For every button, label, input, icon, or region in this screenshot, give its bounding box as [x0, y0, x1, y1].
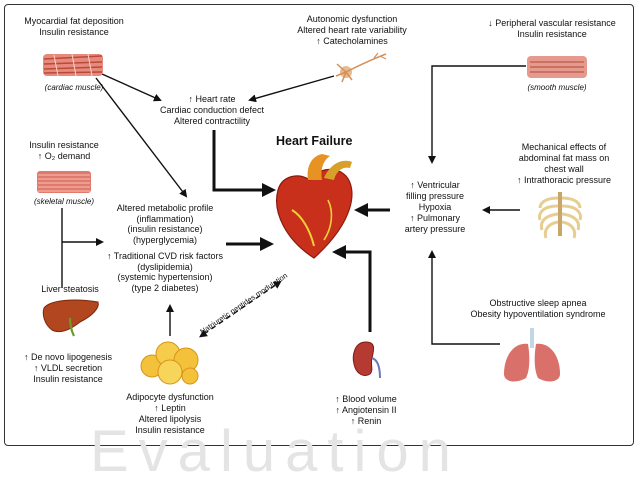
mechanical-line1: Mechanical effects of — [521, 142, 607, 152]
arrow-autonomic-heartrate — [248, 75, 335, 103]
liver-icon — [42, 299, 99, 337]
kidney-line2: ↑ Angiotensin II — [335, 405, 397, 415]
metabolic-line5: ↑ Traditional CVD risk factors — [106, 251, 224, 261]
sleep-line2: Obesity hypoventilation syndrome — [470, 309, 606, 319]
mechanical-line3: chest wall — [544, 164, 584, 174]
metabolic-node: Altered metabolic profile (inflammation)… — [104, 203, 226, 293]
diagram-frame — [4, 4, 634, 446]
arrow-cardiac-metabolic — [95, 77, 188, 198]
ventricular-line2: filling pressure — [405, 191, 465, 201]
arrow-heartrate-heart — [212, 130, 276, 197]
kidney-node: ↑ Blood volume ↑ Angiotensin II ↑ Renin — [320, 394, 412, 427]
skeletal-caption: (skeletal muscle) — [33, 197, 94, 206]
liver-line4: Insulin resistance — [33, 374, 103, 384]
cardiac-caption: (cardiac muscle) — [44, 83, 104, 92]
cardiac-line2: Insulin resistance — [39, 27, 109, 37]
arrows-layer — [61, 65, 526, 345]
skeletal-node: Insulin resistance ↑ O₂ demand — [20, 140, 108, 162]
diagram-title: Heart Failure — [276, 134, 353, 148]
arrow-kidney-heart — [332, 245, 372, 332]
autonomic-line1: Autonomic dysfunction — [306, 14, 398, 24]
liver-line3: ↑ VLDL secretion — [33, 363, 103, 373]
arrow-peripheral-ventricular — [428, 65, 526, 164]
metabolic-line4: (hyperglycemia) — [132, 234, 198, 245]
kidney-icon — [352, 341, 381, 379]
arrow-cardiac-heartrate — [101, 73, 162, 102]
mechanical-node: Mechanical effects of abdominal fat mass… — [504, 142, 624, 186]
autonomic-line2: Altered heart rate variability — [297, 25, 407, 35]
ventricular-line5: artery pressure — [404, 224, 466, 234]
sleep-node: Obstructive sleep apnea Obesity hypovent… — [460, 298, 616, 320]
ventricular-line4: ↑ Pulmonary — [409, 213, 461, 223]
peripheral-line1: ↓ Peripheral vascular resistance — [488, 18, 616, 28]
ribcage-icon — [538, 192, 582, 239]
ventricular-line1: ↑ Ventricular — [410, 180, 460, 190]
peripheral-line2: Insulin resistance — [517, 29, 587, 39]
heart-icon — [276, 154, 353, 259]
smooth-muscle-icon — [527, 56, 587, 78]
skeletal-muscle-icon — [37, 171, 91, 193]
metabolic-line6: (dyslipidemia) — [137, 261, 193, 272]
adipocyte-icon — [140, 341, 199, 385]
metabolic-line3: (insulin resistance) — [127, 224, 203, 234]
adipocyte-line4: Insulin resistance — [135, 425, 205, 435]
skeletal-line1: Insulin resistance — [29, 140, 99, 150]
ventricular-line3: Hypoxia — [418, 202, 452, 212]
arrow-sleep-ventricular — [428, 250, 500, 345]
arrow-natriuretic — [199, 280, 282, 338]
heartrate-node: ↑ Heart rate Cardiac conduction defect A… — [158, 94, 266, 127]
metabolic-line7: (systemic hypertension) — [117, 272, 213, 282]
kidney-line1: ↑ Blood volume — [335, 394, 397, 404]
metabolic-line8: (type 2 diabetes) — [131, 282, 199, 293]
cardiac-muscle-icon — [43, 53, 103, 77]
adipocyte-node: Adipocyte dysfunction ↑ Leptin Altered l… — [112, 392, 228, 436]
lungs-icon — [504, 328, 560, 382]
autonomic-line3: ↑ Catecholamines — [316, 36, 388, 46]
metabolic-line2: (inflammation) — [136, 213, 194, 224]
adipocyte-line3: Altered lipolysis — [138, 414, 202, 424]
metabolic-line1: Altered metabolic profile — [116, 203, 214, 213]
heartrate-line1: ↑ Heart rate — [188, 94, 236, 104]
cardiac-line1: Myocardial fat deposition — [24, 16, 124, 26]
liver-line2: ↑ De novo lipogenesis — [23, 352, 113, 362]
liver-title: Liver steatosis — [41, 284, 99, 294]
adipocyte-line2: ↑ Leptin — [154, 403, 186, 413]
heartrate-line2: Cardiac conduction defect — [159, 105, 265, 115]
heartrate-line3: Altered contractility — [173, 116, 251, 126]
cardiac-node: Myocardial fat deposition Insulin resist… — [18, 16, 130, 38]
mechanical-line4: ↑ Intrathoracic pressure — [516, 175, 612, 185]
liver-node: ↑ De novo lipogenesis ↑ VLDL secretion I… — [12, 352, 124, 385]
kidney-line3: ↑ Renin — [350, 416, 382, 426]
peripheral-caption: (smooth muscle) — [527, 83, 587, 92]
ventricular-node: ↑ Ventricular filling pressure Hypoxia ↑… — [390, 180, 480, 235]
mechanical-line2: abdominal fat mass on — [518, 153, 610, 163]
skeletal-line2: ↑ O₂ demand — [37, 151, 91, 161]
peripheral-node: ↓ Peripheral vascular resistance Insulin… — [484, 18, 620, 40]
sleep-line1: Obstructive sleep apnea — [489, 298, 587, 308]
autonomic-node: Autonomic dysfunction Altered heart rate… — [284, 14, 420, 47]
neuron-icon — [335, 52, 387, 83]
adipocyte-line1: Adipocyte dysfunction — [126, 392, 214, 402]
